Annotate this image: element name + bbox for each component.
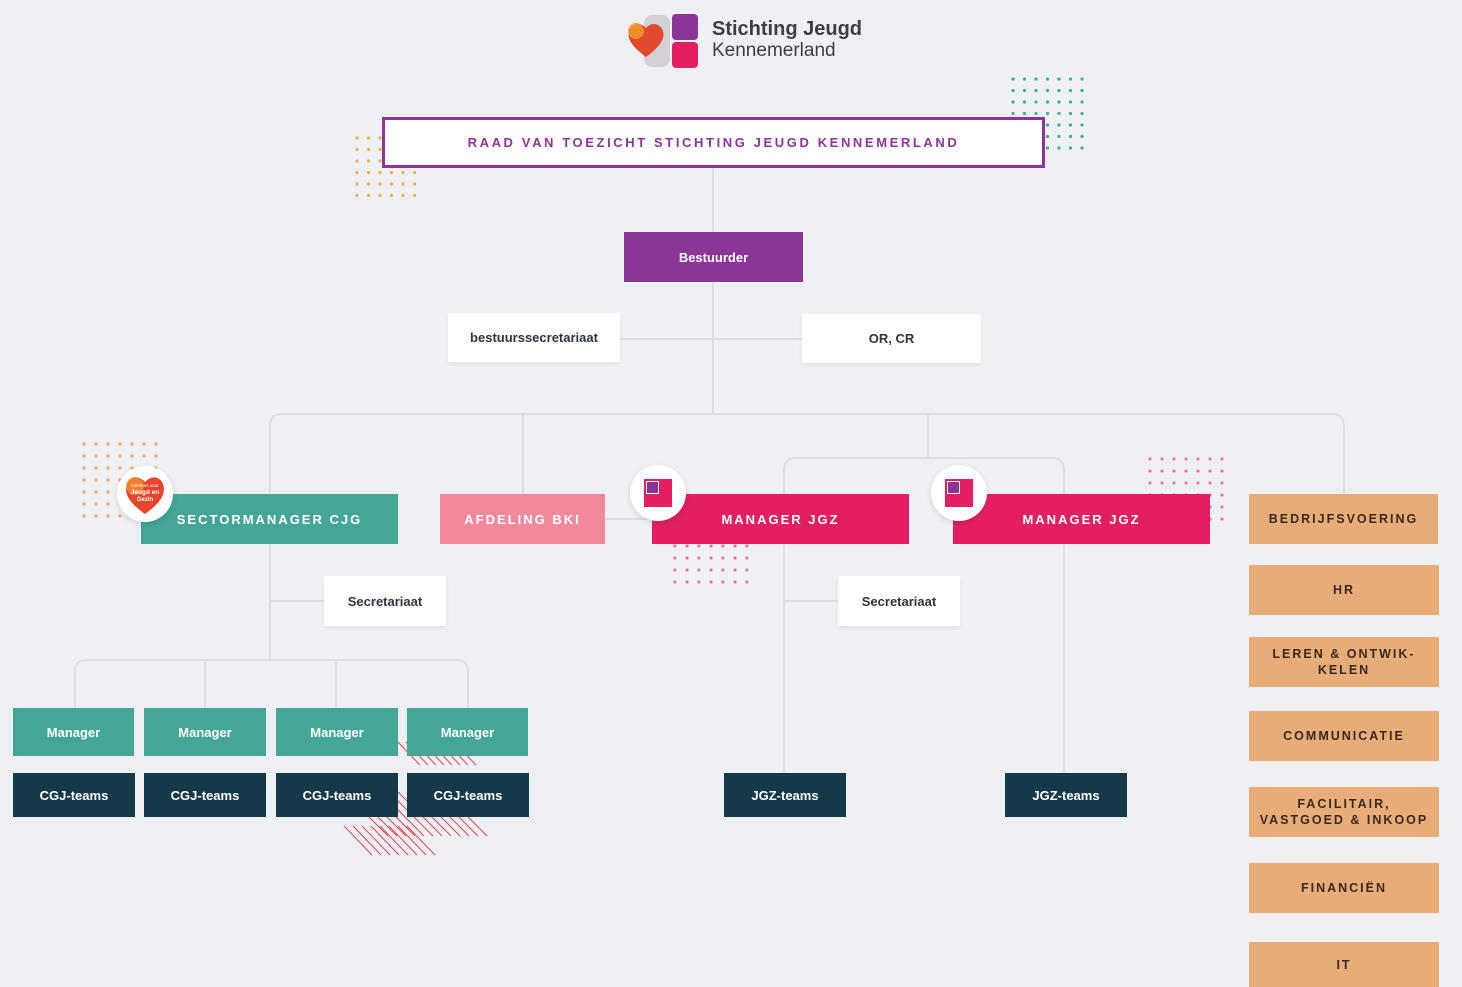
- cjg-badge: Centrum voor Jeugd en Gezin: [117, 466, 173, 522]
- board-secretariat-box[interactable]: bestuurssecretariaat: [448, 313, 620, 362]
- operations-box-hr[interactable]: HR: [1249, 565, 1439, 615]
- org-name-line1: Stichting Jeugd: [712, 18, 862, 40]
- pink-dot-pattern-center: [673, 544, 749, 584]
- cgj-teams-box[interactable]: CGJ-teams: [13, 773, 135, 817]
- cjg-manager-box[interactable]: Manager: [144, 708, 266, 756]
- operations-box-bedrijfsvoering[interactable]: BEDRIJFSVOERING: [1249, 494, 1438, 544]
- org-logo: [626, 13, 700, 69]
- cjg-badge-line-2: Jeugd en: [131, 489, 160, 496]
- cjg-manager-box[interactable]: Manager: [13, 708, 134, 756]
- bki-box[interactable]: AFDELING BKI: [440, 494, 605, 544]
- director-box[interactable]: Bestuurder: [624, 232, 803, 282]
- councils-box[interactable]: OR, CR: [802, 314, 981, 363]
- cjg-manager-box[interactable]: Manager: [407, 708, 528, 756]
- jgz-teams-box[interactable]: JGZ-teams: [1005, 773, 1127, 817]
- org-name-line2: Kennemerland: [712, 40, 836, 61]
- jgz-manager-box[interactable]: MANAGER JGZ: [652, 494, 909, 544]
- jgz-badge: [931, 465, 987, 521]
- cjg-badge-line-3: Gezin: [137, 497, 154, 503]
- jgz-teams-box[interactable]: JGZ-teams: [724, 773, 846, 817]
- operations-box-leren[interactable]: LEREN & ONTWIK- KELEN: [1249, 637, 1439, 687]
- jgz-badge: [630, 465, 686, 521]
- logo-mark-icon: [628, 14, 698, 68]
- cgj-teams-box[interactable]: CGJ-teams: [144, 773, 266, 817]
- board-box[interactable]: RAAD VAN TOEZICHT STICHTING JEUGD KENNEM…: [382, 117, 1045, 168]
- operations-box-facilitair[interactable]: FACILITAIR, VASTGOED & INKOOP: [1249, 787, 1439, 837]
- operations-box-financien[interactable]: FINANCIËN: [1249, 863, 1439, 913]
- jgz-logo-icon: [644, 479, 672, 507]
- jgz-logo-icon: [945, 479, 973, 507]
- sector-manager-cjg-box[interactable]: SECTORMANAGER CJG: [141, 494, 398, 544]
- org-name: Stichting Jeugd Kennemerland: [712, 18, 862, 62]
- cgj-teams-box[interactable]: CGJ-teams: [276, 773, 398, 817]
- cjg-badge-line-1: Centrum voor: [131, 483, 159, 488]
- cjg-secretariat-box[interactable]: Secretariaat: [324, 576, 446, 626]
- cgj-teams-box[interactable]: CGJ-teams: [407, 773, 529, 817]
- jgz-secretariat-box[interactable]: Secretariaat: [838, 576, 960, 626]
- cjg-manager-box[interactable]: Manager: [276, 708, 398, 756]
- operations-box-it[interactable]: IT: [1249, 942, 1439, 987]
- operations-box-communicatie[interactable]: COMMUNICATIE: [1249, 711, 1439, 761]
- jgz-manager-box[interactable]: MANAGER JGZ: [953, 494, 1210, 544]
- cjg-heart-icon: Centrum voor Jeugd en Gezin: [126, 477, 164, 514]
